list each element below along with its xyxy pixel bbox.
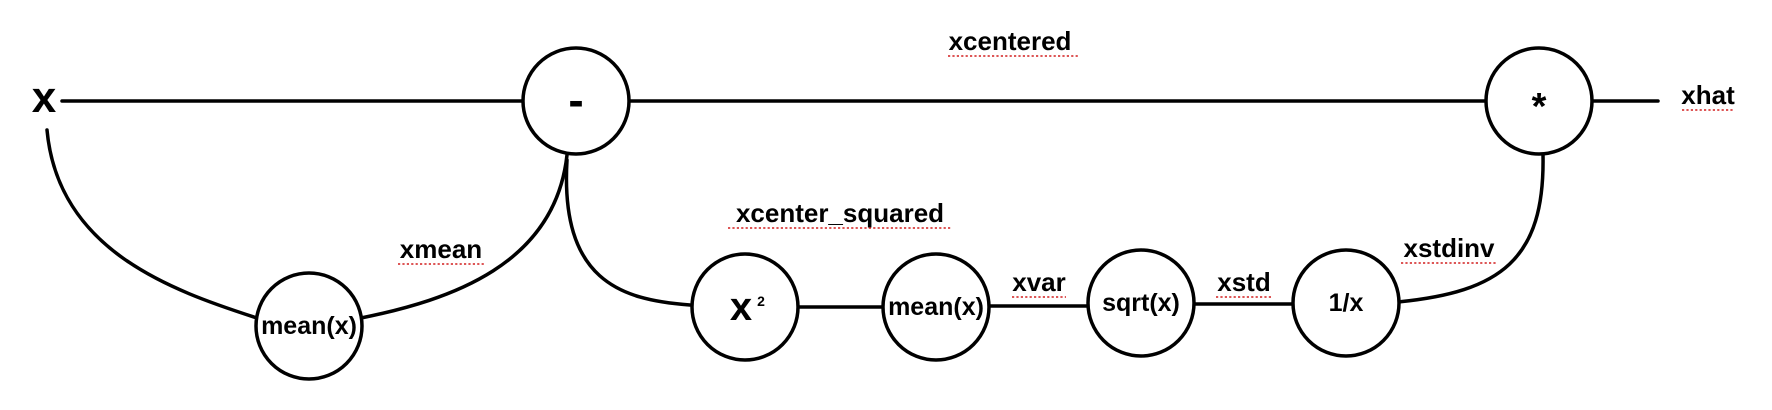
- square-base-label: x: [730, 285, 752, 329]
- multiply-node: [1484, 46, 1594, 156]
- edge-subtract-to-square: [564, 158, 692, 307]
- xstd-label: xstd: [1217, 267, 1270, 297]
- mean-node-2: [881, 252, 991, 362]
- multiply-op-label: *: [1532, 86, 1547, 128]
- xmean-label: xmean: [400, 234, 482, 264]
- reciprocal-op-label: 1/x: [1329, 289, 1364, 317]
- edge-xstdinv: [1396, 153, 1545, 304]
- mean-node-1: [254, 271, 364, 381]
- mean-op-label-2: mean(x): [888, 293, 984, 321]
- xstdinv-label: xstdinv: [1403, 233, 1495, 263]
- input-x-label: x: [32, 73, 57, 122]
- square-node: [690, 252, 800, 362]
- subtract-op-label: -: [568, 74, 583, 126]
- xvar-label: xvar: [1012, 267, 1066, 297]
- edge-xmean: [359, 153, 569, 320]
- reciprocal-node: [1291, 248, 1401, 358]
- mean-op-label-1: mean(x): [261, 312, 357, 340]
- edge-x-to-mean: [45, 128, 259, 320]
- subtract-node: [521, 46, 631, 156]
- sqrt-op-label: sqrt(x): [1102, 289, 1180, 317]
- sqrt-node: [1086, 248, 1196, 358]
- xhat-label: xhat: [1681, 80, 1735, 110]
- xcenter-squared-label: xcenter_squared: [736, 198, 944, 228]
- xcentered-label: xcentered: [949, 26, 1072, 56]
- square-exponent-label: 2: [757, 293, 765, 309]
